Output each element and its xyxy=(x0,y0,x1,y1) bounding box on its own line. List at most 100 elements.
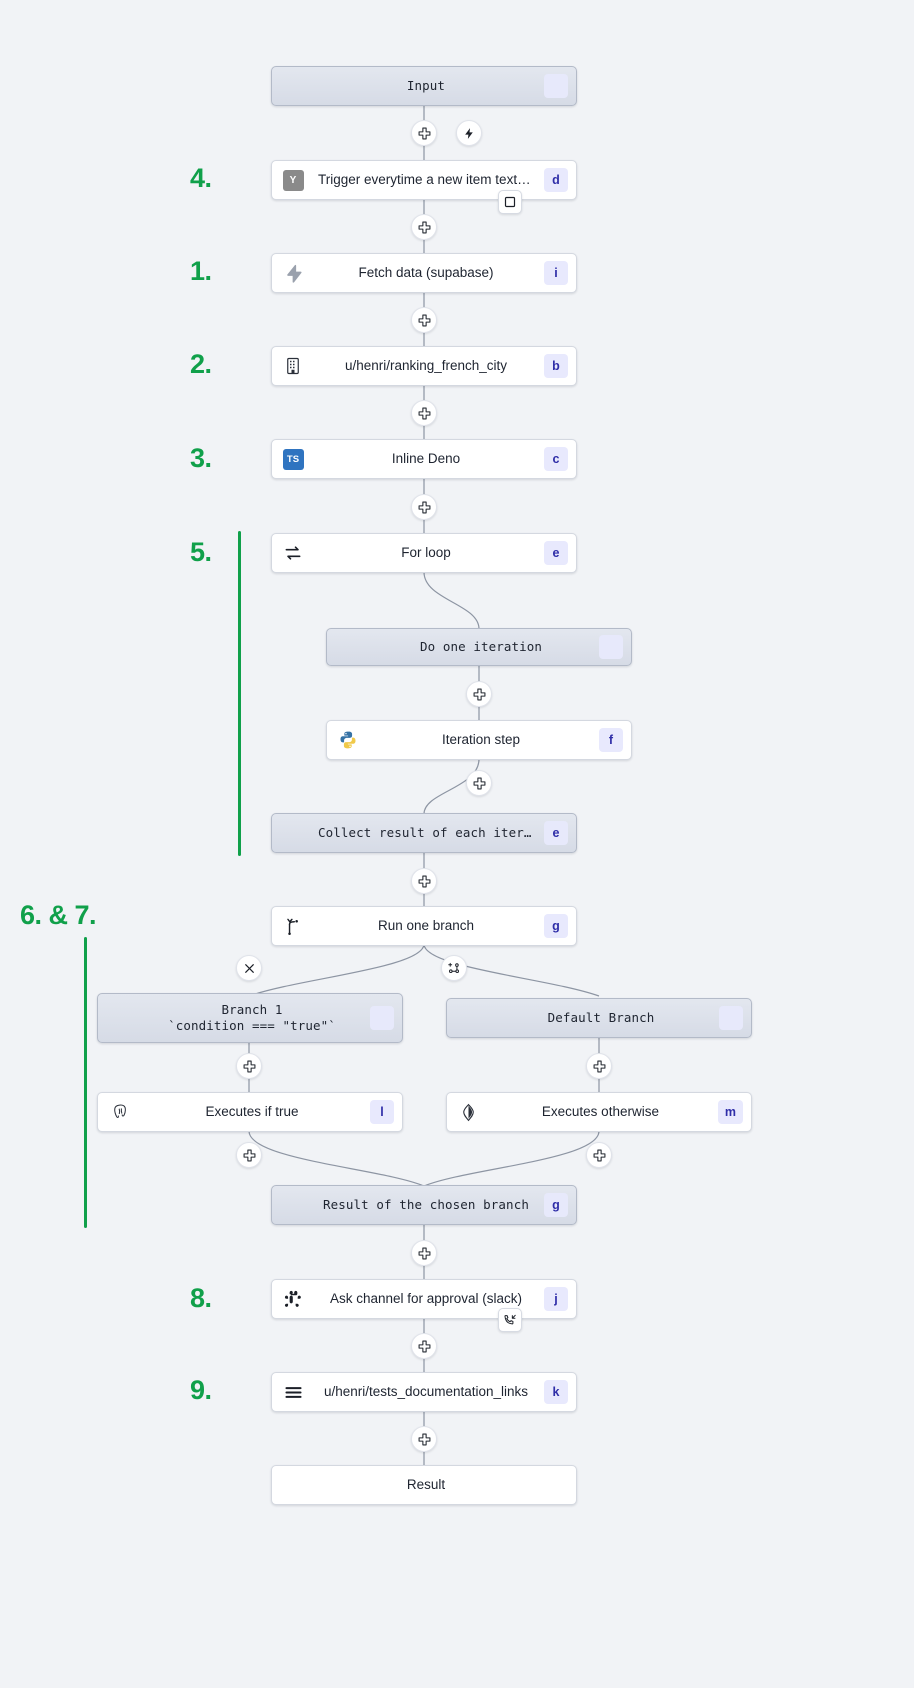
result-icon-slot xyxy=(272,1466,314,1504)
node-default-branch-label: Default Branch xyxy=(547,1010,655,1025)
trigger-bolt-handle[interactable] xyxy=(456,120,482,146)
node-iteration-step-badge: f xyxy=(599,728,623,752)
add-step-handle-10[interactable] xyxy=(411,1333,437,1359)
node-collect-result-badge: e xyxy=(544,821,568,845)
node-result-label: Result xyxy=(406,1477,446,1493)
node-executes-otherwise-label: Executes otherwise xyxy=(541,1104,659,1120)
node-default-branch[interactable]: Default Branch xyxy=(446,998,752,1038)
result-chosen-icon-slot xyxy=(272,1186,314,1224)
node-for-loop-badge: e xyxy=(544,541,568,565)
yaml-tile-icon: Y xyxy=(272,161,314,199)
node-inline-deno-badge: c xyxy=(544,447,568,471)
annotation-4: 4. xyxy=(190,163,212,193)
node-collect-result-label: Collect result of each iteration xyxy=(318,825,538,840)
node-trigger-badge: d xyxy=(544,168,568,192)
do-one-iteration-badge-spacer xyxy=(599,635,623,659)
node-inline-deno[interactable]: TS Inline Deno c xyxy=(271,439,577,479)
add-step-handle-3[interactable] xyxy=(411,307,437,333)
annotation-9: 9. xyxy=(190,1375,212,1405)
annotation-6-and-7: 6. & 7. xyxy=(20,900,97,930)
add-step-handle-after-otherwise[interactable] xyxy=(586,1142,612,1168)
typescript-tile-icon: TS xyxy=(272,440,314,478)
node-ranking-french-city-badge: b xyxy=(544,354,568,378)
node-for-loop[interactable]: For loop e xyxy=(271,533,577,573)
node-do-one-iteration[interactable]: Do one iteration xyxy=(326,628,632,666)
add-step-handle-default[interactable] xyxy=(586,1053,612,1079)
branch-section-rail xyxy=(84,937,87,1228)
add-step-handle-8[interactable] xyxy=(411,868,437,894)
node-executes-otherwise-badge: m xyxy=(717,1100,743,1124)
node-do-one-iteration-label: Do one iteration xyxy=(419,639,542,654)
branch-1-icon-slot xyxy=(98,994,140,1042)
loop-section-rail xyxy=(238,531,241,856)
branch-1-badge-spacer xyxy=(370,1006,394,1030)
node-trigger-label: Trigger everytime a new item text o… xyxy=(318,172,538,188)
node-result-chosen-branch-badge: g xyxy=(544,1193,568,1217)
node-result-chosen-branch-label: Result of the chosen branch xyxy=(323,1197,529,1212)
node-fetch-data[interactable]: Fetch data (supabase) i xyxy=(271,253,577,293)
annotation-5: 5. xyxy=(190,537,212,567)
do-one-iteration-icon-slot xyxy=(327,629,369,665)
add-step-handle-after-true[interactable] xyxy=(236,1142,262,1168)
node-executes-if-true[interactable]: Executes if true l xyxy=(97,1092,403,1132)
node-iteration-step[interactable]: Iteration step f xyxy=(326,720,632,760)
add-step-handle-5[interactable] xyxy=(411,494,437,520)
add-step-handle-4[interactable] xyxy=(411,400,437,426)
node-tests-documentation-links[interactable]: u/henri/tests_documentation_links k xyxy=(271,1372,577,1412)
node-tests-documentation-links-badge: k xyxy=(544,1380,568,1404)
node-fetch-data-badge: i xyxy=(544,261,568,285)
collect-result-icon-slot xyxy=(272,814,314,852)
add-step-handle-6[interactable] xyxy=(466,681,492,707)
building-icon xyxy=(272,347,314,385)
annotation-2: 2. xyxy=(190,349,212,379)
node-ask-approval-badge: j xyxy=(544,1287,568,1311)
add-step-handle-7[interactable] xyxy=(466,770,492,796)
node-input-label: Input xyxy=(406,78,446,93)
default-branch-icon-slot xyxy=(447,999,489,1037)
python-icon xyxy=(327,721,369,759)
branch-1-condition: `condition === "true"` xyxy=(168,1018,336,1033)
mongodb-leaf-icon xyxy=(447,1093,489,1131)
node-input[interactable]: Input xyxy=(271,66,577,106)
branch-1-title: Branch 1 xyxy=(221,1002,283,1018)
phone-callback-icon[interactable] xyxy=(498,1308,522,1332)
node-result[interactable]: Result xyxy=(271,1465,577,1505)
node-trigger[interactable]: Y Trigger everytime a new item text o… d xyxy=(271,160,577,200)
node-branch-1-label: Branch 1 `condition === "true"` xyxy=(140,1002,364,1033)
annotation-8: 8. xyxy=(190,1283,212,1313)
postgres-elephant-icon xyxy=(98,1093,140,1131)
node-fetch-data-label: Fetch data (supabase) xyxy=(358,265,494,281)
add-branch-handle[interactable] xyxy=(441,955,467,981)
input-badge-spacer xyxy=(544,74,568,98)
node-tests-documentation-links-label: u/henri/tests_documentation_links xyxy=(323,1384,529,1400)
default-branch-badge-spacer xyxy=(719,1006,743,1030)
result-badge-spacer xyxy=(544,1473,568,1497)
branch-fork-icon xyxy=(272,907,314,945)
node-collect-result[interactable]: Collect result of each iteration e xyxy=(271,813,577,853)
node-executes-if-true-label: Executes if true xyxy=(205,1104,299,1120)
node-for-loop-label: For loop xyxy=(401,545,451,561)
add-step-handle-11[interactable] xyxy=(411,1426,437,1452)
slack-hash-icon xyxy=(272,1280,314,1318)
supabase-bolt-icon xyxy=(272,254,314,292)
add-step-handle-1[interactable] xyxy=(411,120,437,146)
node-run-one-branch-badge: g xyxy=(544,914,568,938)
node-executes-otherwise[interactable]: Executes otherwise m xyxy=(446,1092,752,1132)
node-iteration-step-label: Iteration step xyxy=(441,732,521,748)
node-ask-approval-label: Ask channel for approval (slack) xyxy=(329,1291,523,1307)
add-step-handle-9[interactable] xyxy=(411,1240,437,1266)
loop-arrows-icon xyxy=(272,534,314,572)
node-ask-approval[interactable]: Ask channel for approval (slack) j xyxy=(271,1279,577,1319)
node-run-one-branch[interactable]: Run one branch g xyxy=(271,906,577,946)
add-step-handle-branch1[interactable] xyxy=(236,1053,262,1079)
add-step-handle-2[interactable] xyxy=(411,214,437,240)
delete-branch-handle[interactable] xyxy=(236,955,262,981)
node-result-chosen-branch[interactable]: Result of the chosen branch g xyxy=(271,1185,577,1225)
typescript-tile-glyph: TS xyxy=(282,448,304,470)
square-outline-icon[interactable] xyxy=(498,190,522,214)
annotation-1: 1. xyxy=(190,256,212,286)
node-branch-1[interactable]: Branch 1 `condition === "true"` xyxy=(97,993,403,1043)
node-ranking-french-city[interactable]: u/henri/ranking_french_city b xyxy=(271,346,577,386)
input-icon-slot xyxy=(272,67,314,105)
